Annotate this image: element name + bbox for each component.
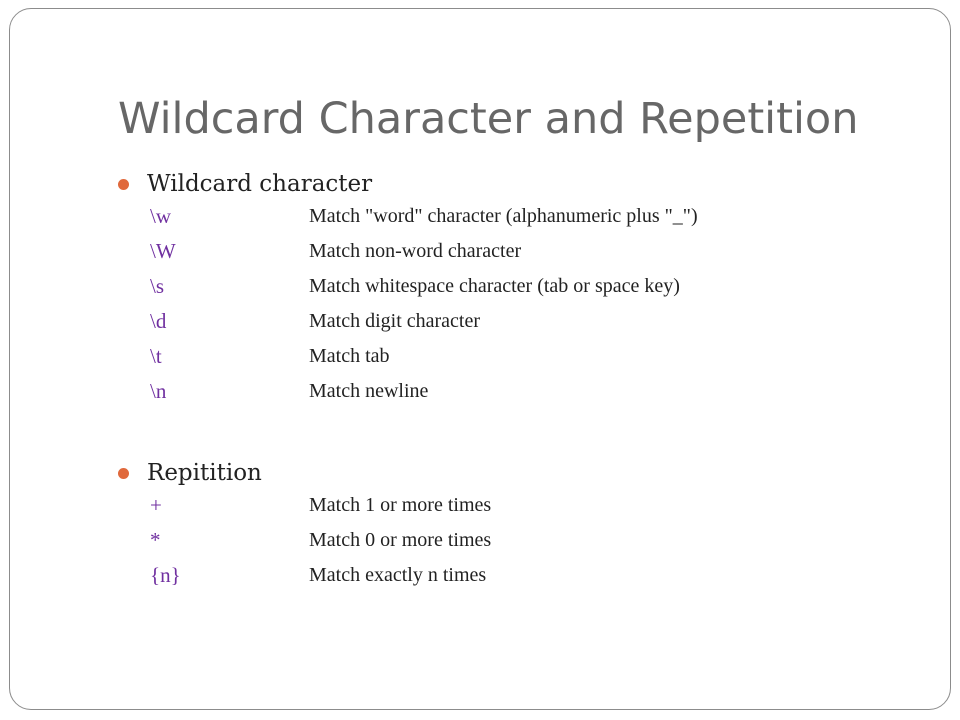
bullet-item: Wildcard character xyxy=(118,168,372,200)
regex-code: {n} xyxy=(150,563,181,587)
regex-code: \W xyxy=(150,239,176,263)
regex-code: + xyxy=(150,493,162,517)
sub-item: \d Match digit character xyxy=(118,305,480,340)
regex-description: Match non-word character xyxy=(309,240,522,262)
regex-code: \w xyxy=(150,204,171,228)
section-heading: Repitition xyxy=(147,460,262,486)
sub-item: \W Match non-word character xyxy=(118,235,521,270)
sub-item: + Match 1 or more times xyxy=(118,489,491,524)
regex-description: Match tab xyxy=(309,345,390,367)
sub-item: {n} Match exactly n times xyxy=(118,559,486,594)
sub-item: * Match 0 or more times xyxy=(118,524,491,559)
sub-item: \t Match tab xyxy=(118,340,390,375)
regex-code: \d xyxy=(150,309,167,333)
section-wildcard: Wildcard character \w Match "word" chara… xyxy=(118,168,698,410)
sub-item: \n Match newline xyxy=(118,375,428,410)
bullet-item: Repitition xyxy=(118,457,262,489)
section-repetition: Repitition + Match 1 or more times * Mat… xyxy=(118,457,491,594)
regex-description: Match digit character xyxy=(309,310,481,332)
regex-description: Match exactly n times xyxy=(309,564,487,586)
sub-item: \w Match "word" character (alphanumeric … xyxy=(118,200,698,235)
slide-title: Wildcard Character and Repetition xyxy=(118,94,859,144)
regex-description: Match newline xyxy=(309,380,429,402)
bullet-dot-icon xyxy=(118,467,129,479)
regex-description: Match whitespace character (tab or space… xyxy=(309,275,680,297)
regex-code: \n xyxy=(150,379,167,403)
regex-description: Match 1 or more times xyxy=(309,494,492,516)
section-heading: Wildcard character xyxy=(147,171,373,197)
regex-description: Match "word" character (alphanumeric plu… xyxy=(309,205,698,227)
slide: Wildcard Character and Repetition Wildca… xyxy=(9,8,951,710)
regex-code: * xyxy=(150,528,161,552)
regex-description: Match 0 or more times xyxy=(309,529,492,551)
bullet-dot-icon xyxy=(118,178,129,190)
regex-code: \s xyxy=(150,274,165,298)
sub-item: \s Match whitespace character (tab or sp… xyxy=(118,270,680,305)
regex-code: \t xyxy=(150,344,162,368)
